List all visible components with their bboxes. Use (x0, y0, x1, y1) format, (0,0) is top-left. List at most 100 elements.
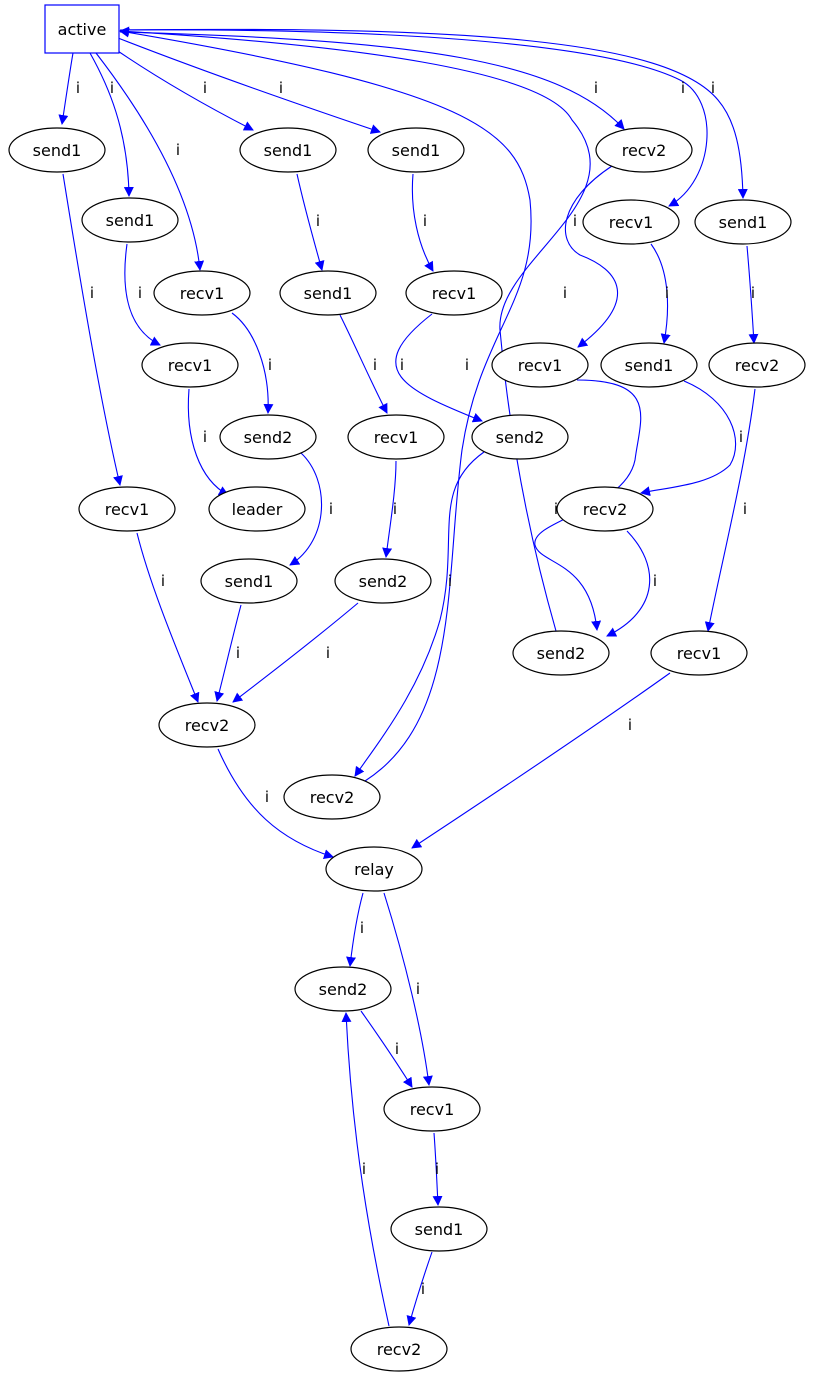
node-ellipse (650, 630, 748, 676)
node-label: send1 (304, 284, 353, 303)
node-label: send1 (33, 141, 82, 160)
edge-s1h-to-r2c (214, 604, 242, 702)
edge-label: i (739, 428, 743, 446)
node-ellipse (556, 486, 654, 532)
edge-active-to-r2a (119, 31, 625, 130)
node-label: leader (232, 500, 283, 519)
edge-s2c-to-r2c (232, 602, 359, 703)
node-ellipse (158, 702, 256, 748)
node-recv1: recv1 (141, 342, 239, 388)
edges-layer (58, 26, 759, 1327)
node-ellipse (383, 1086, 481, 1132)
edge-r1f-to-s2c (382, 460, 397, 558)
node-label: send2 (537, 644, 586, 663)
edge-s2d-to-active (119, 26, 591, 632)
node-send1: send1 (81, 197, 179, 243)
node-label: recv2 (377, 1340, 422, 1359)
node-label: recv1 (677, 644, 722, 663)
node-recv2: recv2 (350, 1326, 448, 1372)
edge-label: i (743, 500, 747, 518)
node-ellipse (350, 1326, 448, 1372)
edge-r1c-to-s2b (395, 313, 483, 423)
node-label: send1 (625, 356, 674, 375)
node-ellipse (347, 414, 445, 460)
edge-label: i (279, 79, 283, 97)
node-send1: send1 (367, 127, 465, 173)
edge-label: i (400, 356, 404, 374)
node-send1: send1 (390, 1206, 488, 1252)
edge-r2c-to-relay (217, 748, 334, 860)
node-send1: send1 (239, 127, 337, 173)
edge-label: i (435, 1160, 439, 1178)
edge-label: i (326, 644, 330, 662)
node-ellipse (239, 127, 337, 173)
node-label: recv1 (180, 284, 225, 303)
edge-label: i (711, 79, 715, 97)
edge-label: i (423, 212, 427, 230)
node-recv1: recv1 (78, 486, 176, 532)
node-recv1: recv1 (153, 270, 251, 316)
edge-r2f-to-s2e (341, 1012, 390, 1327)
node-label: recv1 (410, 1100, 455, 1119)
node-recv2: recv2 (556, 486, 654, 532)
start-node-box (44, 4, 120, 54)
node-ellipse (708, 342, 806, 388)
edge-s2a-to-s1h (289, 452, 323, 566)
edge-label: i (362, 1160, 366, 1178)
edge-label: i (416, 980, 420, 998)
node-send1: send1 (200, 558, 298, 604)
edge-relay-to-r1i (383, 892, 433, 1086)
node-send1: send1 (279, 270, 377, 316)
node-ellipse (471, 414, 569, 460)
node-ellipse (153, 270, 251, 316)
edge-label: i (563, 284, 567, 302)
edge-label: i (751, 284, 755, 302)
node-label: recv2 (310, 788, 355, 807)
edge-label: i (176, 141, 180, 159)
node-send1: send1 (694, 199, 792, 245)
node-relay: relay (325, 846, 423, 892)
node-ellipse (81, 197, 179, 243)
edge-label: i (395, 1040, 399, 1058)
edge-label: i (681, 79, 685, 97)
edge-label: i (329, 500, 333, 518)
edge-r2e-to-active (119, 27, 532, 782)
node-ellipse (283, 774, 381, 820)
edge-label: i (465, 356, 469, 374)
node-recv1: recv1 (582, 199, 680, 245)
edge-r1a-to-s2a (231, 312, 274, 414)
edge-s1c-to-s1f (296, 173, 325, 271)
node-label: send2 (244, 428, 293, 447)
edge-r2b-to-r1h (704, 388, 756, 632)
node-ellipse (600, 342, 698, 388)
edge-active-to-r1a (95, 52, 205, 271)
node-label: recv2 (185, 716, 230, 735)
edge-r1b-to-s1g (650, 243, 671, 344)
edge-relay-to-s2e (346, 892, 364, 967)
node-send2: send2 (512, 630, 610, 676)
node-ellipse (595, 127, 693, 173)
edge-r1i-to-s1i (432, 1132, 443, 1206)
node-send2: send2 (334, 558, 432, 604)
edge-label: i (203, 79, 207, 97)
edge-r1g-to-r2c (136, 532, 200, 703)
edge-label: i (265, 788, 269, 806)
node-send2: send2 (471, 414, 569, 460)
node-recv1: recv1 (347, 414, 445, 460)
node-ellipse (294, 966, 392, 1012)
edge-label: i (110, 79, 114, 97)
node-recv2: recv2 (708, 342, 806, 388)
edge-active-to-r1b (119, 29, 708, 207)
node-ellipse (141, 342, 239, 388)
edge-label: i (393, 500, 397, 518)
node-label: recv1 (105, 500, 150, 519)
node-ellipse (334, 558, 432, 604)
node-send2: send2 (294, 966, 392, 1012)
edge-s1g-to-r2d (640, 380, 737, 497)
node-ellipse (512, 630, 610, 676)
edge-r2d-to-s2d (606, 530, 651, 637)
edge-s1d-to-r1c (411, 173, 434, 272)
node-label: recv1 (168, 356, 213, 375)
node-recv2: recv2 (595, 127, 693, 173)
